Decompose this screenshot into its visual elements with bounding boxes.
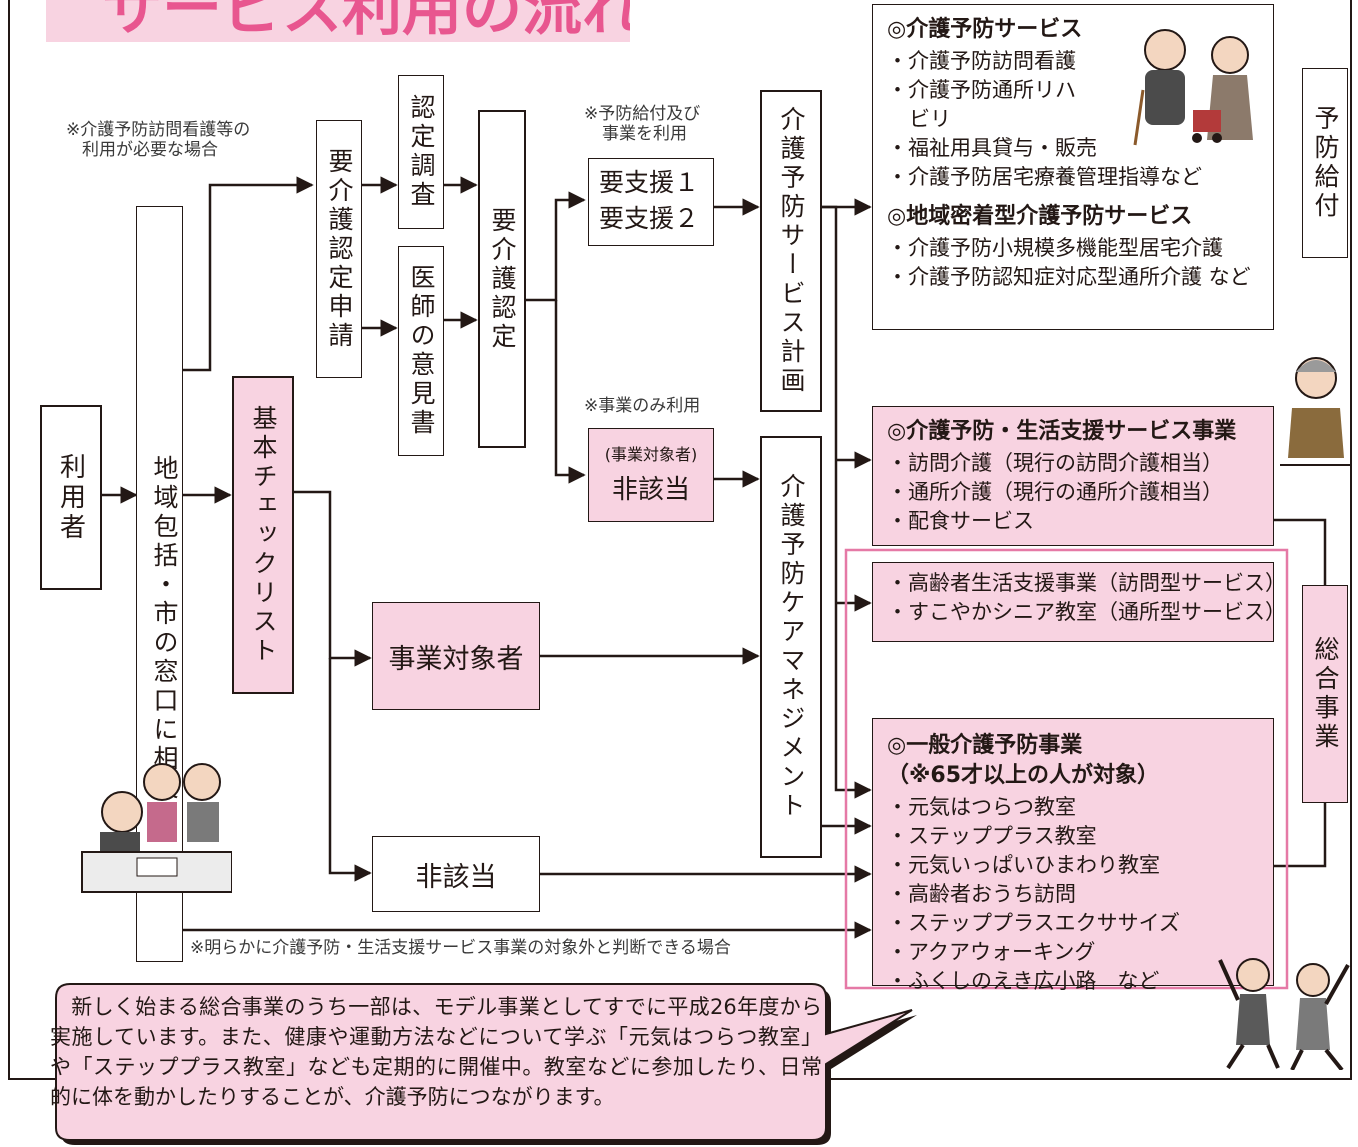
doctor-label: 医師の意見書: [407, 264, 436, 438]
service-box-4-head2: （※65才以上の人が対象）: [887, 763, 1160, 788]
list-item: 高齢者生活支援事業（訪問型サービス）: [887, 569, 1286, 598]
service-box-2-head: ◎介護予防・生活支援サービス事業: [887, 419, 1237, 444]
service-box-3-list: 高齢者生活支援事業（訪問型サービス） すこやかシニア教室（通所型サービス）: [887, 569, 1286, 627]
service-box-2-list: 訪問介護（現行の訪問介護相当） 通所介護（現行の通所介護相当） 配食サービス: [887, 449, 1273, 536]
list-item: 元気はつらつ教室: [887, 793, 1273, 822]
support2-label: 要支援２: [599, 204, 700, 233]
note-clearly-outside: ※明らかに介護予防・生活支援サービス事業の対象外と判断できる場合: [190, 938, 731, 958]
non-applicable-2-box: 非該当: [372, 836, 540, 912]
note-benefit-use: ※予防給付及び 事業を利用: [584, 104, 701, 144]
user-box: 利用者: [40, 405, 102, 590]
callout-text: 新しく始まる総合事業のうち一部は、モデル事業としてすでに平成26年度から実施して…: [50, 995, 822, 1109]
list-item: ふくしのえき広小路 など: [887, 967, 1273, 996]
preventive-benefit-box: 予防給付: [1302, 68, 1348, 258]
non-applicable-label: 非該当: [611, 475, 690, 505]
service-box-1-head2: ◎地域密着型介護予防サービス: [887, 204, 1193, 229]
service-box-1-list2: 介護予防小規模多機能型居宅介護 介護予防認知症対応型通所介護 など: [887, 234, 1273, 292]
checklist-box: 基本チェックリスト: [232, 376, 294, 694]
application-label: 要介護認定申請: [325, 147, 354, 351]
service-box-life-support: ◎介護予防・生活支援サービス事業 訪問介護（現行の訪問介護相当） 通所介護（現行…: [872, 406, 1274, 546]
checklist-label: 基本チェックリスト: [249, 404, 278, 666]
list-item: すこやかシニア教室（通所型サービス）: [887, 598, 1286, 627]
survey-box: 認定調査: [398, 75, 444, 229]
service-box-elderly-support: 高齢者生活支援事業（訪問型サービス） すこやかシニア教室（通所型サービス）: [872, 562, 1286, 642]
note-project-only: ※事業のみ利用: [584, 396, 701, 416]
list-item: 配食サービス: [887, 507, 1273, 536]
list-item-continued: ビリ: [909, 107, 951, 131]
page-title: サービス利用の流れ: [102, 0, 630, 42]
care-mgmt-label: 介護予防ケアマネジメント: [777, 473, 806, 821]
list-item: ステッププラスエクササイズ: [887, 909, 1273, 938]
list-item: 介護予防訪問看護: [887, 47, 1273, 76]
doctor-box: 医師の意見書: [398, 246, 444, 456]
target-label: 事業対象者: [388, 643, 524, 675]
certification-label: 要介護認定: [488, 206, 517, 352]
preventive-benefit-label: 予防給付: [1311, 105, 1340, 221]
list-item: アクアウォーキング: [887, 938, 1273, 967]
service-box-4-head1: ◎一般介護予防事業: [887, 733, 1083, 758]
service-box-1-head1: ◎介護予防サービス: [887, 17, 1083, 42]
list-item: 福祉用具貸与・販売: [887, 134, 1273, 163]
title-banner: サービス利用の流れ: [46, 0, 630, 42]
list-item: 介護予防認知症対応型通所介護 など: [887, 263, 1273, 292]
elderly-couple-illustration: [1133, 29, 1253, 146]
non-applicable-box: (事業対象者) 非該当: [588, 428, 714, 522]
comprehensive-box: 総合事業: [1302, 585, 1348, 803]
exercising-elderly-illustration: [1218, 958, 1350, 1070]
support-box: 要支援１ 要支援２: [588, 158, 714, 246]
list-item: ステッププラス教室: [887, 822, 1273, 851]
service-box-4-list: 元気はつらつ教室 ステッププラス教室 元気いっぱいひまわり教室 高齢者おうち訪問…: [887, 793, 1273, 996]
note-visit-nursing: ※介護予防訪問看護等の 利用が必要な場合: [66, 120, 251, 160]
support1-label: 要支援１: [599, 168, 700, 197]
list-item: 高齢者おうち訪問: [887, 880, 1273, 909]
comprehensive-label: 総合事業: [1311, 636, 1340, 752]
service-box-preventive: ◎介護予防サービス 介護予防訪問看護 介護予防通所リハ ビリ 福祉用具貸与・販売…: [872, 4, 1274, 330]
non-applicable-small-label: (事業対象者): [604, 445, 698, 464]
user-label: 利用者: [55, 452, 86, 543]
survey-label: 認定調査: [407, 94, 436, 210]
service-box-1-list1: 介護予防訪問看護 介護予防通所リハ ビリ 福祉用具貸与・販売 介護予防居宅療養管…: [887, 47, 1273, 192]
certification-box: 要介護認定: [478, 110, 526, 448]
service-box-general-prevention: ◎一般介護予防事業 （※65才以上の人が対象） 元気はつらつ教室 ステッププラス…: [872, 718, 1274, 993]
list-item: 通所介護（現行の通所介護相当）: [887, 478, 1273, 507]
list-item: 介護予防通所リハ: [887, 76, 1273, 105]
list-item: 元気いっぱいひまわり教室: [887, 851, 1273, 880]
plan-label: 介護予防サービス計画: [777, 106, 806, 396]
list-item: 介護予防小規模多機能型居宅介護: [887, 234, 1273, 263]
consult-box: 地域包括・市の窓口に相談: [136, 206, 183, 962]
consultation-illustration: [81, 763, 232, 893]
plan-box: 介護予防サービス計画: [760, 90, 822, 412]
list-item: 介護予防居宅療養管理指導など: [887, 163, 1273, 192]
consult-label: 地域包括・市の窓口に相談: [150, 455, 179, 803]
application-box: 要介護認定申請: [316, 120, 362, 378]
elderly-woman-illustration: [1280, 357, 1350, 466]
care-mgmt-box: 介護予防ケアマネジメント: [760, 436, 822, 858]
list-item: 訪問介護（現行の訪問介護相当）: [887, 449, 1273, 478]
target-box: 事業対象者: [372, 602, 540, 710]
non-applicable-2-label: 非該当: [415, 861, 497, 893]
